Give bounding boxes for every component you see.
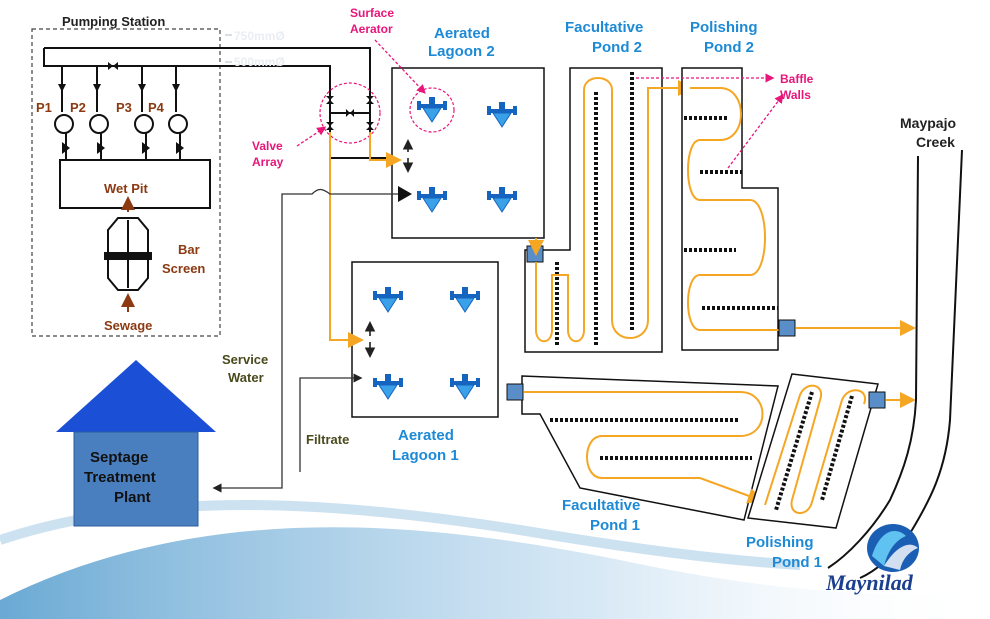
- maypajo-creek-label: Maypajo: [900, 115, 956, 131]
- influent-flow: [329, 132, 402, 348]
- baffle-walls-label: Baffle: [780, 72, 814, 86]
- pp2-flow: [687, 87, 780, 331]
- aerated-lagoon-2: [391, 67, 545, 239]
- header-pipes: [43, 47, 388, 159]
- surface-aerator-label: Aerator: [350, 22, 393, 36]
- inlet-arrow: [398, 186, 412, 202]
- surface-aerator-highlight: [409, 87, 455, 133]
- facultative-pond-1-label: Facultative: [562, 497, 640, 514]
- polishing-pond-2-label: Polishing: [690, 19, 758, 36]
- polishing-pond-2: [681, 67, 779, 351]
- surface-aerator-label: Surface: [350, 6, 394, 20]
- polishing-pond-1-label: Polishing: [746, 534, 814, 551]
- baffle-walls-pp1: [774, 391, 854, 511]
- maypajo-creek-label: Creek: [916, 134, 955, 150]
- outlet-structure: [868, 391, 886, 409]
- valve-symbol: [108, 62, 118, 70]
- pumping-station-boundary: [31, 28, 221, 337]
- check-valves: [58, 84, 184, 154]
- pump-p2-label: P2: [70, 100, 86, 115]
- service-water-label: Service: [222, 352, 268, 367]
- pumping-station-label: Pumping Station: [62, 14, 165, 29]
- valve-array-label: Array: [252, 155, 284, 169]
- surface-aerator-callout: [374, 39, 426, 94]
- fp1-flow: [524, 391, 764, 504]
- septage-plant-building: [73, 431, 199, 527]
- polishing-pond-2-label: Pond 2: [704, 39, 754, 56]
- septage-plant-label: Treatment: [84, 469, 156, 486]
- wave-decoration: [0, 527, 990, 619]
- facultative-pond-1-label: Pond 1: [590, 517, 640, 534]
- facultative-pond-2-label: Facultative: [565, 19, 643, 36]
- outlet-structure: [506, 383, 524, 401]
- valve-array-label: Valve: [252, 139, 283, 153]
- aerated-lagoon-1-label: Lagoon 1: [392, 447, 459, 464]
- pipe-750-label: 750mmØ: [234, 29, 285, 43]
- facultative-pond-2: [524, 67, 663, 353]
- septage-plant-label: Septage: [90, 449, 148, 466]
- maynilad-logo: [867, 524, 919, 572]
- bar-screen-label: Bar: [178, 242, 200, 257]
- aerated-lagoon-2-label: Aerated: [434, 25, 490, 42]
- sewage-label: Sewage: [104, 318, 152, 333]
- facultative-pond-2-label: Pond 2: [592, 39, 642, 56]
- wet-pit-label: Wet Pit: [104, 181, 148, 196]
- pump-p4-label: P4: [148, 100, 165, 115]
- baffle-walls-fp1: [550, 418, 752, 460]
- baffle-walls-fp2: [555, 72, 634, 346]
- aerated-lagoon-1-label: Aerated: [398, 427, 454, 444]
- filtrate-label: Filtrate: [306, 432, 349, 447]
- maypajo-creek: [827, 149, 963, 579]
- fp2-flow: [535, 77, 694, 343]
- baffle-walls-callout: [636, 73, 784, 169]
- pump-p1-label: P1: [36, 100, 52, 115]
- bar-screen-symbol: [104, 217, 152, 291]
- facultative-pond-1: [521, 375, 779, 521]
- aerated-lagoon-1: [351, 261, 499, 418]
- outlet-structure: [778, 319, 796, 337]
- baffle-walls-pp2: [684, 116, 778, 310]
- bar-screen-label: Screen: [162, 261, 205, 276]
- pipe-500-label: 500mmØ: [234, 55, 285, 69]
- pump-symbols: [54, 114, 188, 160]
- wet-pit: [59, 159, 211, 209]
- septage-plant-label: Plant: [114, 489, 151, 506]
- baffle-walls-label: Walls: [780, 88, 811, 102]
- service-water-label: Water: [228, 370, 264, 385]
- pp1-flow: [764, 384, 867, 514]
- service-water-line: [212, 188, 398, 493]
- aerated-lagoon-2-label: Lagoon 2: [428, 43, 495, 60]
- septage-plant-roof: [56, 360, 216, 432]
- valve-array-callout: [296, 126, 327, 147]
- pump-p3-label: P3: [116, 100, 132, 115]
- valve-array-valves: [326, 96, 374, 130]
- valve-array-highlight: [319, 82, 381, 144]
- polishing-pond-1-label: Pond 1: [772, 554, 822, 571]
- maynilad-logo-text: Maynilad: [825, 570, 914, 595]
